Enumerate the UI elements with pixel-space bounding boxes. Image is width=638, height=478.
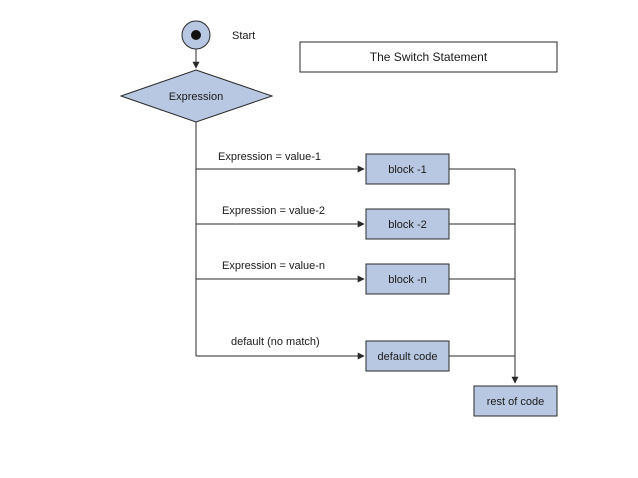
default-condition: default (no match) xyxy=(231,336,320,348)
start-node-dot xyxy=(191,30,201,40)
default-block-label: default code xyxy=(378,351,438,363)
case-n-block xyxy=(365,263,450,295)
case-2-condition: Expression = value-2 xyxy=(222,205,325,217)
rest-of-code-block xyxy=(473,385,558,417)
case-1-block xyxy=(365,153,450,185)
decision-label: Expression xyxy=(169,91,223,103)
case-1-block-label: block -1 xyxy=(388,164,427,176)
case-n-condition: Expression = value-n xyxy=(222,260,325,272)
case-n-block-label: block -n xyxy=(388,274,427,286)
case-2-block-label: block -2 xyxy=(388,219,427,231)
case-2-block xyxy=(365,208,450,240)
start-label: Start xyxy=(232,30,255,42)
rest-of-code-label: rest of code xyxy=(487,396,544,408)
case-1-condition: Expression = value-1 xyxy=(218,151,321,163)
title-box xyxy=(299,41,558,73)
title-text: The Switch Statement xyxy=(370,50,488,64)
